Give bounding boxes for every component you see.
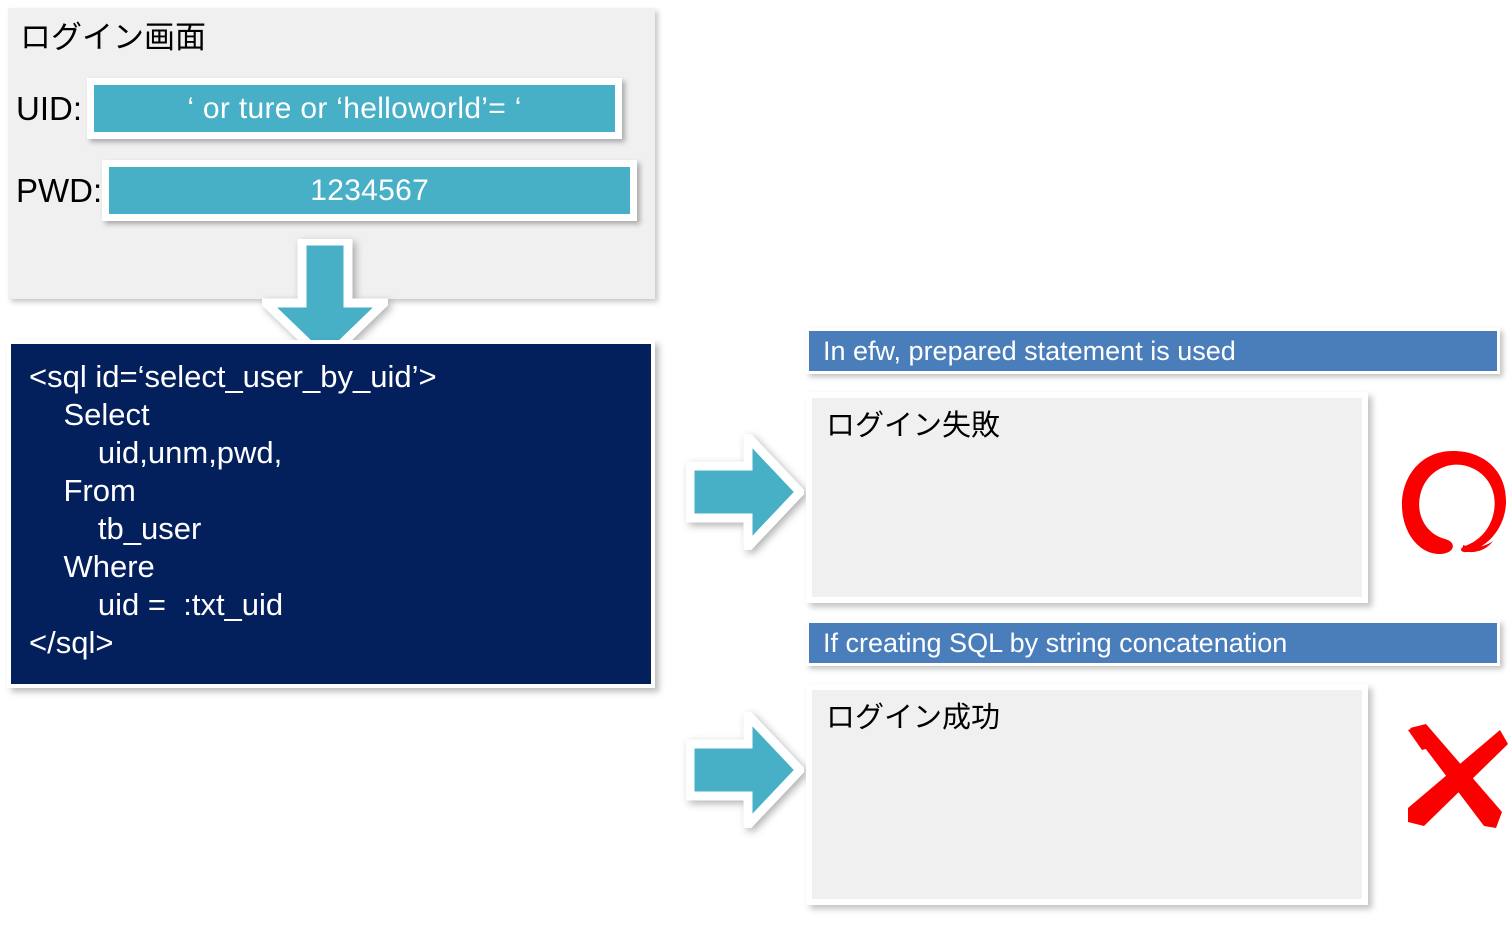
login-panel-title: ログイン画面 xyxy=(20,20,206,55)
cross-mark-icon xyxy=(1396,720,1512,836)
result-header-1-surface: In efw, prepared statement is used xyxy=(809,331,1497,371)
result-body-2: ログイン成功 xyxy=(806,684,1368,905)
result-body-1-surface: ログイン失敗 xyxy=(812,398,1362,597)
result-header-1: In efw, prepared statement is used xyxy=(806,328,1500,374)
result-header-2-surface: If creating SQL by string concatenation xyxy=(809,623,1497,663)
pwd-label: PWD: xyxy=(16,171,103,209)
pwd-input[interactable]: 1234567 xyxy=(102,160,638,221)
pwd-field-row: PWD: 1234567 xyxy=(16,160,650,221)
pwd-input-value: 1234567 xyxy=(310,173,430,207)
result-body-1-text: ログイン失敗 xyxy=(826,410,1001,442)
uid-input[interactable]: ‘ or ture or ‘helloworld’= ‘ xyxy=(87,78,622,139)
result-header-2-text: If creating SQL by string concatenation xyxy=(823,628,1288,658)
right-arrow-icon-2 xyxy=(685,703,807,837)
circle-mark-icon xyxy=(1393,441,1511,569)
sql-code-text: <sql id=‘select_user_by_uid’> Select uid… xyxy=(29,359,437,660)
sql-code-panel: <sql id=‘select_user_by_uid’> Select uid… xyxy=(7,340,655,688)
result-body-2-text: ログイン成功 xyxy=(826,702,1001,734)
result-header-2: If creating SQL by string concatenation xyxy=(806,620,1500,666)
right-arrow-icon-1 xyxy=(685,425,807,559)
uid-label: UID: xyxy=(16,89,82,127)
uid-field-row: UID: ‘ or ture or ‘helloworld’= ‘ xyxy=(16,78,650,139)
down-arrow-icon xyxy=(254,236,396,367)
sql-code-surface: <sql id=‘select_user_by_uid’> Select uid… xyxy=(11,344,651,684)
result-header-1-text: In efw, prepared statement is used xyxy=(823,336,1236,366)
login-screen-panel: ログイン画面 UID: ‘ or ture or ‘helloworld’= ‘… xyxy=(8,8,655,299)
uid-input-value: ‘ or ture or ‘helloworld’= ‘ xyxy=(187,91,522,125)
result-body-2-surface: ログイン成功 xyxy=(812,690,1362,899)
result-body-1: ログイン失敗 xyxy=(806,392,1368,603)
